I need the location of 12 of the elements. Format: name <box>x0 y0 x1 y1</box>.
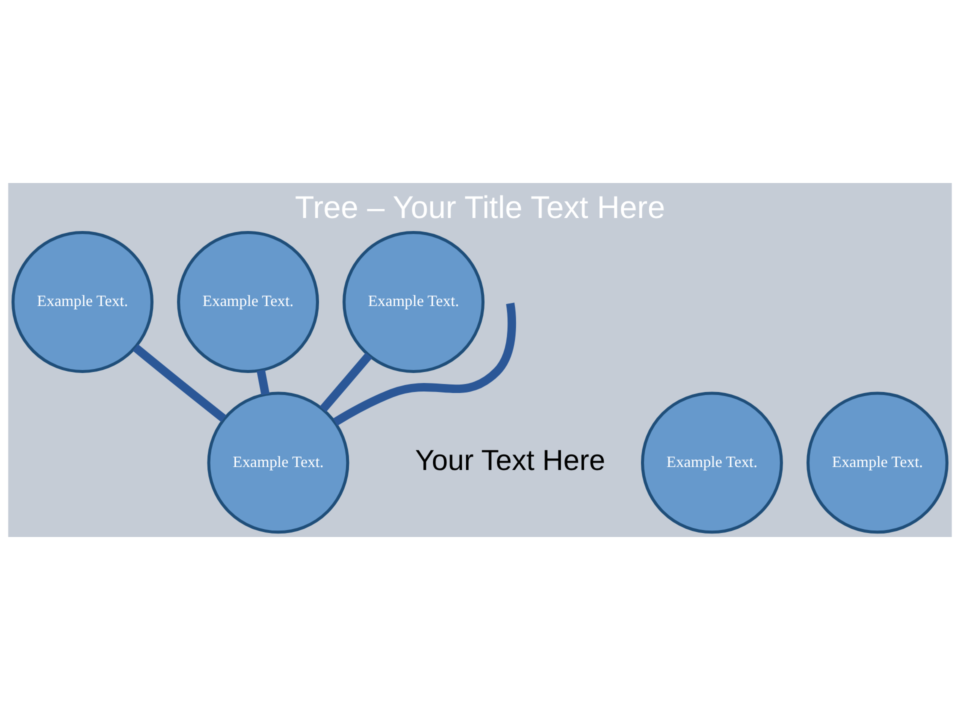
node-circle: Example Text. <box>207 392 350 534</box>
label: Your Text Here <box>415 445 606 478</box>
node-circle: Example Text. <box>177 231 319 373</box>
connector <box>333 302 516 426</box>
node-circle: Example Text. <box>342 231 485 373</box>
node-circle: Example Text. <box>806 392 948 534</box>
diagram-title: Tree – Your Title Text Here <box>294 190 666 225</box>
node-circle: Example Text. <box>12 231 154 373</box>
connector <box>132 344 226 422</box>
node-circle: Example Text. <box>641 392 783 534</box>
connector <box>320 352 372 412</box>
connector <box>256 370 270 396</box>
